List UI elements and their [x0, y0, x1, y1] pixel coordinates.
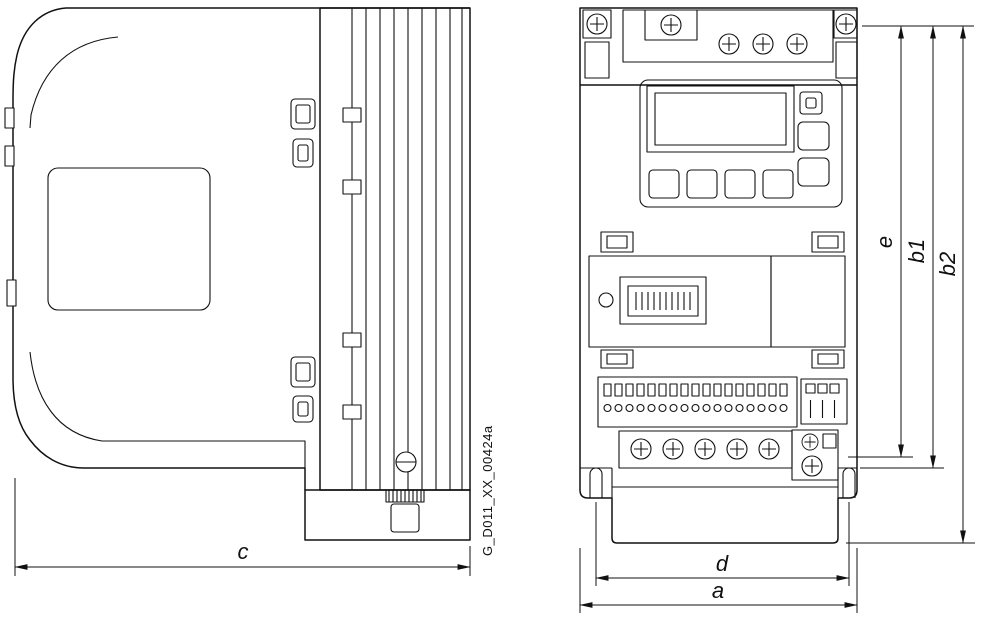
hinge-tab — [6, 279, 17, 307]
mounting-tab — [833, 9, 858, 79]
screw-icon — [786, 33, 808, 55]
screw-icon — [630, 438, 652, 460]
ground-terminal-block — [791, 429, 839, 481]
hinge-tab — [4, 145, 15, 167]
screw-icon — [801, 455, 823, 477]
control-terminal-strip — [597, 376, 798, 428]
panel-button — [648, 169, 680, 199]
retainer-clip — [290, 98, 316, 168]
cover-screw-icon — [395, 451, 417, 473]
dimension-label-c: c — [238, 539, 249, 564]
heatsink-fins-icon — [351, 8, 463, 490]
panel-button — [686, 169, 718, 199]
din-clip — [835, 41, 858, 79]
screw-icon — [660, 14, 682, 36]
side-outline — [12, 7, 470, 490]
dimension-a: a — [579, 548, 858, 613]
front-clip — [600, 231, 845, 253]
panel-button — [724, 169, 756, 199]
dimension-label-e: e — [872, 236, 897, 248]
retainer-clip — [290, 356, 316, 423]
mounting-feet — [580, 467, 857, 498]
din-clip — [584, 41, 610, 79]
screw-icon — [718, 33, 740, 55]
cover-seam-bottom — [29, 351, 306, 468]
front-view — [579, 7, 858, 544]
dimension-label-a: a — [712, 578, 724, 603]
dimension-b2: b2 — [846, 25, 975, 544]
cover-seam-top — [29, 36, 119, 129]
expansion-port — [619, 276, 707, 325]
power-terminal-bottom — [618, 430, 793, 469]
dimension-label-b1: b1 — [904, 239, 929, 263]
dimension-label-b2: b2 — [935, 252, 960, 276]
screw-icon — [586, 13, 608, 35]
operator-panel — [639, 79, 843, 208]
mounting-tab — [582, 9, 612, 79]
screw-icon — [801, 433, 819, 451]
dimension-b1: b1 — [860, 25, 944, 469]
terminal-cover — [304, 489, 471, 541]
dimension-c: c — [14, 478, 471, 576]
cable-gland — [385, 489, 425, 533]
release-hole-icon — [598, 292, 614, 308]
dip-switch-block — [800, 378, 848, 425]
terminal-screw-holes — [603, 403, 788, 413]
screw-icon — [662, 438, 684, 460]
nameplate — [47, 167, 211, 311]
display — [646, 85, 795, 153]
status-led-icon — [805, 97, 817, 109]
panel-button — [762, 169, 794, 199]
dimension-e: e — [848, 25, 974, 458]
mounting-slot — [589, 467, 603, 498]
rail-clip — [342, 107, 362, 123]
expansion-port-pins — [635, 292, 691, 310]
screw-icon — [752, 33, 774, 55]
front-clip — [600, 349, 845, 369]
hinge-tab — [4, 107, 15, 129]
terminal-teeth — [603, 383, 788, 397]
screw-icon — [694, 438, 716, 460]
dimension-label-d: d — [716, 551, 729, 576]
screw-icon — [758, 438, 780, 460]
side-view — [4, 7, 471, 541]
rail-clip — [342, 404, 362, 420]
front-outline — [579, 7, 858, 544]
power-terminal-top — [622, 9, 834, 63]
panel-button — [797, 121, 830, 151]
dimension-d: d — [595, 502, 850, 586]
status-led-icon — [799, 91, 823, 115]
mounting-slot — [842, 467, 856, 498]
rail-clip — [342, 332, 362, 348]
display-screen — [654, 92, 787, 146]
screw-icon — [726, 438, 748, 460]
panel-button — [797, 157, 830, 187]
rail-clip — [342, 179, 362, 195]
io-compartment — [588, 255, 846, 348]
screw-icon — [835, 13, 857, 35]
drawing-code: G_D011_XX_00424a — [480, 425, 495, 556]
